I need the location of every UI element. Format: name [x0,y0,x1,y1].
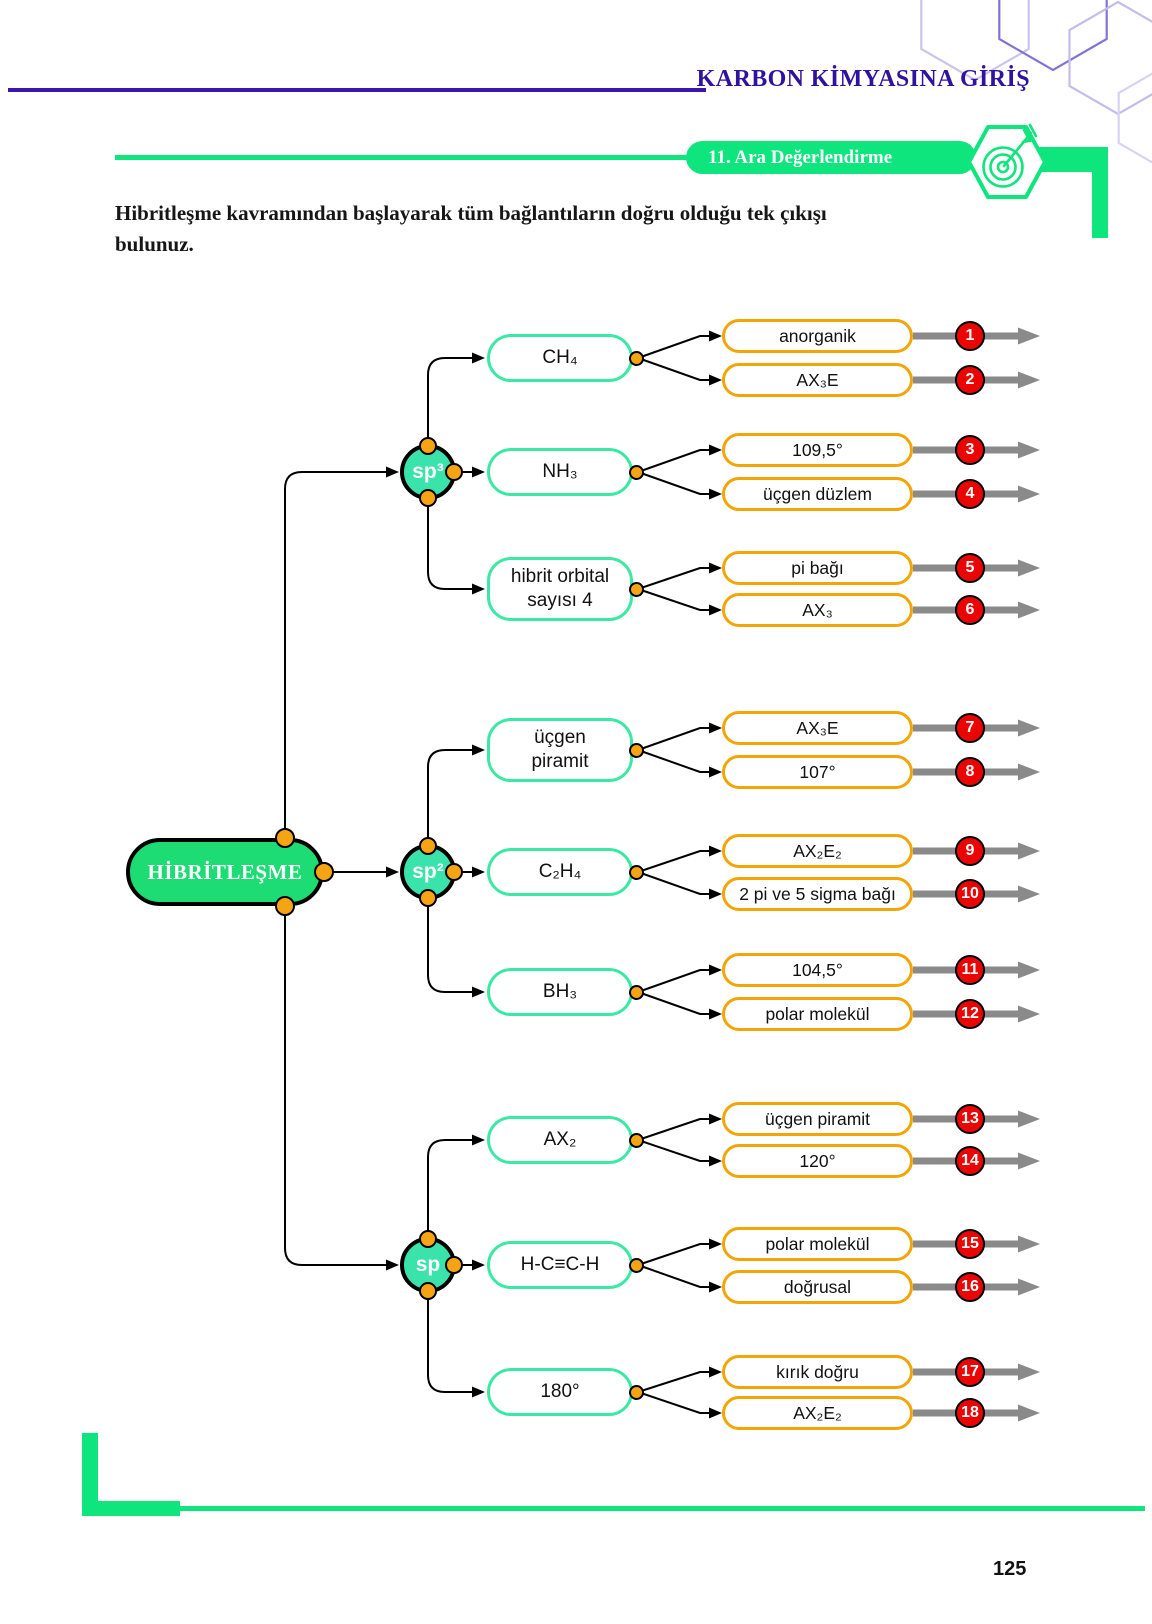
connector-dot [628,742,644,758]
answer-number-badge: 9 [955,836,985,866]
page-number: 125 [993,1558,1027,1580]
branch-box: CH₄ [487,334,633,382]
connector-dot [628,1132,644,1148]
answer-number-badge: 10 [955,879,985,909]
branch-box: 180° [487,1368,633,1416]
connector-dot [628,1384,644,1400]
answer-number-badge: 11 [955,955,985,985]
branch-box: C₂H₄ [487,848,633,896]
green-elbow-vertical [1092,147,1108,238]
answer-number-badge: 3 [955,435,985,465]
answer-pill: AX₃E [722,711,913,745]
target-dart-icon [982,123,1038,188]
answer-pill: üçgen piramit [722,1102,913,1136]
branch-box: NH₃ [487,448,633,496]
footer-green-line [180,1506,1145,1511]
branch-box: BH₃ [487,968,633,1016]
page-title: KARBON KİMYASINA GİRİŞ [696,66,1030,92]
connector-dot [445,463,463,481]
answer-number-badge: 1 [955,321,985,351]
connector-dot [275,896,295,916]
answer-pill: pi bağı [722,551,913,585]
target-badge [967,123,1047,199]
connector-dot [628,350,644,366]
connector-dot [445,1256,463,1274]
answer-pill: 107° [722,755,913,789]
connector-dot [628,864,644,880]
answer-pill: 104,5° [722,953,913,987]
connector-dot [419,1282,437,1300]
answer-pill: AX₂E₂ [722,834,913,868]
footer-green-bar-vertical [82,1433,98,1516]
answer-number-badge: 18 [955,1398,985,1428]
answer-pill: üçgen düzlem [722,477,913,511]
decor-hexagons [920,0,1152,164]
instruction-text: Hibritleşme kavramından başlayarak tüm b… [115,201,827,256]
answer-number-badge: 13 [955,1104,985,1134]
answer-pill: AX₂E₂ [722,1396,913,1430]
branch-box: üçgen piramit [487,718,633,782]
answer-pill: 109,5° [722,433,913,467]
connector-dot [419,837,437,855]
answer-pill: kırık doğru [722,1355,913,1389]
banner-line [115,155,695,160]
connector-dot [628,581,644,597]
answer-number-badge: 17 [955,1357,985,1387]
section-banner: 11. Ara Değerlendirme [686,141,976,174]
connector-dot [419,437,437,455]
answer-number-badge: 2 [955,365,985,395]
answer-pill: AX₃ [722,593,913,627]
answer-pill: AX₃E [722,363,913,397]
connector-dot [419,889,437,907]
branch-box: hibrit orbital sayısı 4 [487,557,633,621]
answer-number-badge: 8 [955,757,985,787]
answer-number-badge: 15 [955,1229,985,1259]
section-banner-label: 11. Ara Değerlendirme [708,146,893,168]
connector-dot [628,1257,644,1273]
connector-dot [445,863,463,881]
answer-number-badge: 12 [955,999,985,1029]
connector-dot [314,862,334,882]
answer-pill: polar molekül [722,1227,913,1261]
connector-dot [628,984,644,1000]
root-node-hibritlesme: HİBRİTLEŞME [126,838,324,906]
answer-number-badge: 7 [955,713,985,743]
answer-number-badge: 6 [955,595,985,625]
connector-dot [275,828,295,848]
connector-dot [628,464,644,480]
answer-pill: 120° [722,1144,913,1178]
connector-dot [419,1230,437,1248]
branch-box: AX₂ [487,1116,633,1164]
header-rule [8,88,706,92]
answer-pill: anorganik [722,319,913,353]
answer-number-badge: 5 [955,553,985,583]
branch-box: H-C≡C-H [487,1241,633,1289]
answer-pill: 2 pi ve 5 sigma bağı [722,877,913,911]
connector-dot [419,489,437,507]
answer-pill: polar molekül [722,997,913,1031]
answer-number-badge: 4 [955,479,985,509]
answer-number-badge: 14 [955,1146,985,1176]
answer-pill: doğrusal [722,1270,913,1304]
footer-green-bar-horizontal [82,1501,180,1516]
answer-number-badge: 16 [955,1272,985,1302]
